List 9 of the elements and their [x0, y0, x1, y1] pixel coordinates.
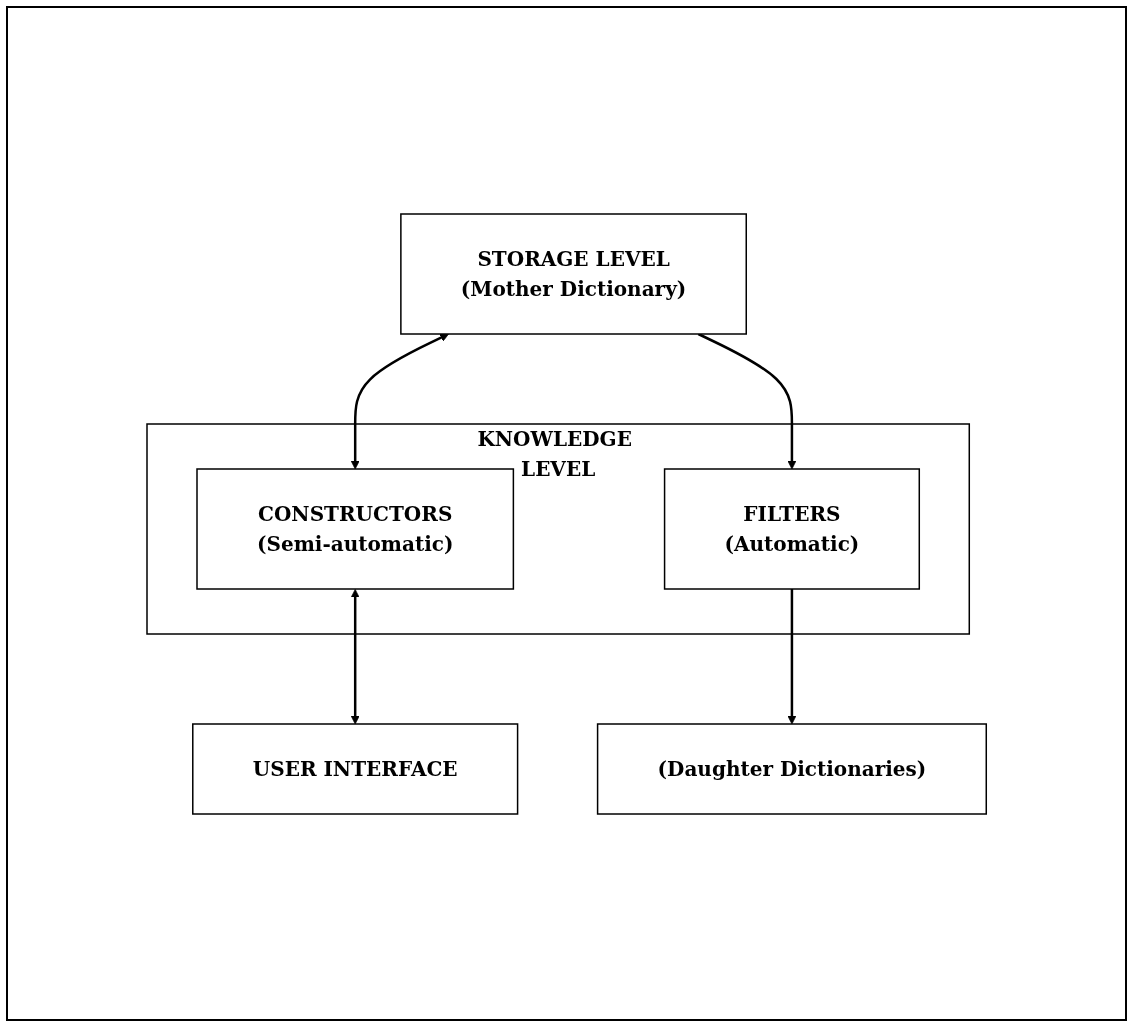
- node-box: CONSTRUCTORS (Semi-automatic): [196, 467, 514, 590]
- arrow: [787, 588, 797, 724]
- arrow: [350, 333, 449, 469]
- node-box: FILTERS (Automatic): [663, 467, 920, 590]
- node-box: (Daughter Dictionaries): [596, 722, 987, 815]
- node-box: USER INTERFACE: [191, 722, 519, 815]
- arrow: [697, 332, 797, 469]
- node-box: STORAGE LEVEL (Mother Dictionary): [400, 212, 747, 335]
- arrow: [350, 588, 360, 724]
